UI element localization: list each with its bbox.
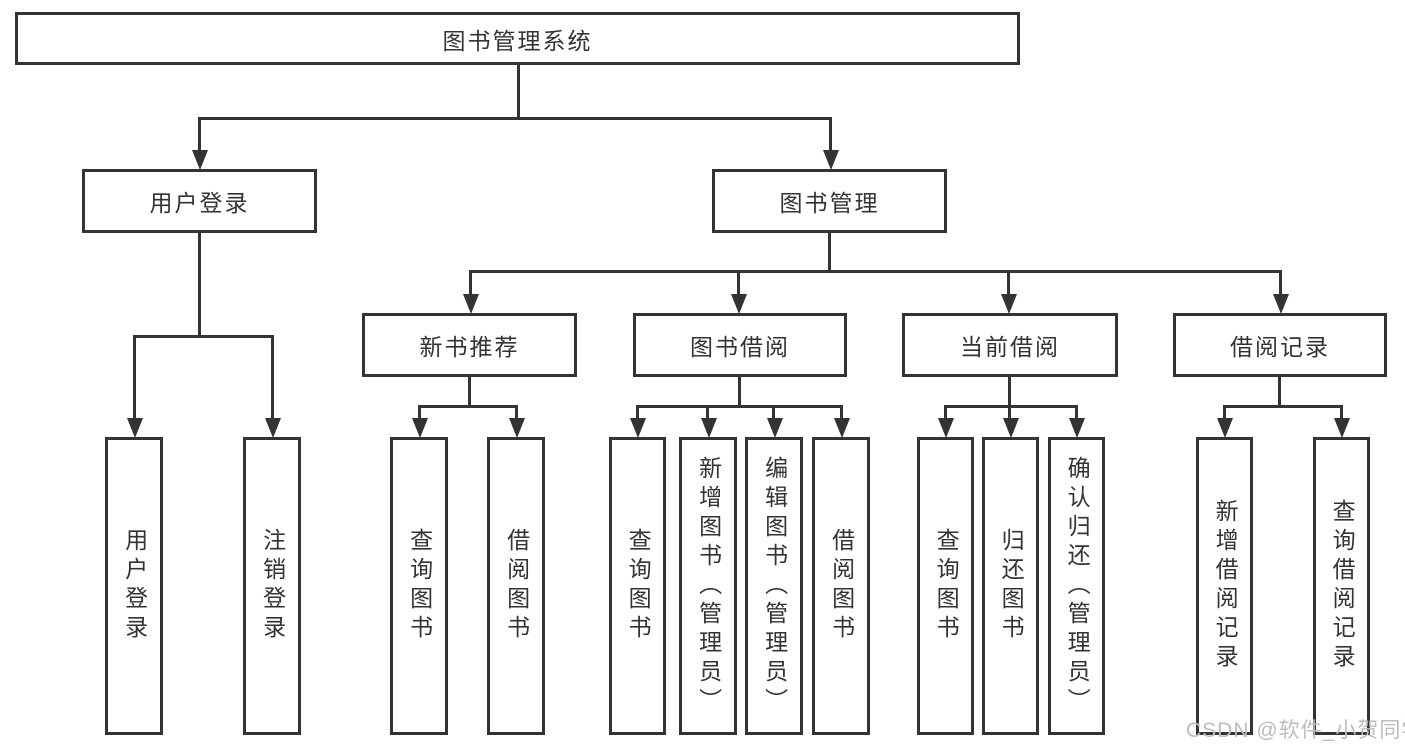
arrowhead-leaf bbox=[509, 418, 525, 438]
node-library-management-system: 图书管理系统 bbox=[15, 12, 1020, 65]
connector-to-user-login bbox=[198, 117, 201, 152]
connector-book-management-stem bbox=[828, 233, 831, 273]
arrowhead-leaf bbox=[834, 418, 850, 438]
arrowhead-leaf bbox=[412, 418, 428, 438]
arrowhead-leaf bbox=[701, 418, 717, 438]
arrowhead-leaf bbox=[630, 418, 646, 438]
arrowhead-leaf bbox=[938, 418, 954, 438]
arrowhead-new-book bbox=[463, 294, 479, 314]
arrowhead-book-management bbox=[823, 150, 839, 170]
arrowhead-user-login bbox=[192, 150, 208, 170]
connector-to-book-borrow bbox=[737, 270, 740, 296]
csdn-watermark: CSDN @软件_小贺同学 bbox=[1186, 719, 1405, 742]
connector-book-management-rail bbox=[469, 270, 1282, 273]
node-user-login: 用户登录 bbox=[82, 169, 317, 233]
leaf-query-books: 查询图书 bbox=[917, 437, 974, 735]
leaf-user-login: 用户登录 bbox=[105, 437, 163, 735]
connector-current-borrow-rail bbox=[944, 405, 1078, 408]
leaf-query-books: 查询图书 bbox=[390, 437, 448, 735]
node-book-management: 图书管理 bbox=[712, 169, 947, 233]
connector-leaf-stub bbox=[1008, 405, 1011, 420]
connector-leaf-stub bbox=[1075, 405, 1078, 420]
connector-leaf-stub bbox=[706, 405, 709, 420]
connector-to-book-management bbox=[829, 117, 832, 152]
connector-leaf-stub bbox=[1340, 405, 1343, 420]
leaf-query-borrow-record: 查询借阅记录 bbox=[1313, 437, 1370, 735]
connector-root-stem bbox=[517, 65, 520, 119]
connector-root-rail bbox=[198, 117, 832, 120]
leaf-add-books-admin: 新增图书（管理员） bbox=[679, 437, 737, 735]
connector-borrow-record-stem bbox=[1278, 377, 1281, 408]
arrowhead-logout-leaf bbox=[265, 418, 281, 438]
connector-leaf-stub bbox=[515, 405, 518, 420]
leaf-return-books: 归还图书 bbox=[982, 437, 1039, 735]
arrowhead-leaf bbox=[1003, 418, 1019, 438]
connector-leaf-stub bbox=[944, 405, 947, 420]
connector-book-borrow-rail bbox=[636, 405, 843, 408]
connector-user-login-stem bbox=[198, 233, 201, 338]
arrowhead-book-borrow bbox=[731, 294, 747, 314]
leaf-logout: 注销登录 bbox=[243, 437, 301, 735]
node-book-borrowing: 图书借阅 bbox=[633, 313, 847, 377]
leaf-query-books: 查询图书 bbox=[609, 437, 666, 735]
node-borrowing-records: 借阅记录 bbox=[1173, 313, 1387, 377]
connector-to-new-book bbox=[469, 270, 472, 296]
connector-leaf-stub bbox=[840, 405, 843, 420]
arrowhead-login-leaf bbox=[127, 418, 143, 438]
connector-leaf-stub bbox=[1223, 405, 1226, 420]
connector-to-login-leaf bbox=[133, 335, 136, 419]
arrowhead-leaf bbox=[1069, 418, 1085, 438]
arrowhead-current-borrow bbox=[1001, 294, 1017, 314]
leaf-borrow-books: 借阅图书 bbox=[812, 437, 870, 735]
arrowhead-leaf bbox=[1217, 418, 1233, 438]
connector-new-book-rail bbox=[418, 405, 518, 408]
leaf-confirm-return-admin: 确认归还（管理员） bbox=[1048, 437, 1105, 735]
connector-book-borrow-stem bbox=[738, 377, 741, 408]
arrowhead-borrow-record bbox=[1273, 294, 1289, 314]
connector-leaf-stub bbox=[418, 405, 421, 420]
connector-leaf-stub bbox=[636, 405, 639, 420]
connector-to-logout-leaf bbox=[271, 335, 274, 419]
node-new-book-recommend: 新书推荐 bbox=[362, 313, 577, 377]
connector-new-book-stem bbox=[468, 377, 471, 408]
connector-borrow-record-rail bbox=[1223, 405, 1343, 408]
connector-to-current-borrow bbox=[1007, 270, 1010, 296]
connector-user-login-rail bbox=[133, 335, 274, 338]
leaf-borrow-books: 借阅图书 bbox=[487, 437, 545, 735]
connector-current-borrow-stem bbox=[1008, 377, 1011, 408]
arrowhead-leaf bbox=[767, 418, 783, 438]
node-current-borrowing: 当前借阅 bbox=[902, 313, 1118, 377]
arrowhead-leaf bbox=[1334, 418, 1350, 438]
connector-to-borrow-record bbox=[1279, 270, 1282, 296]
connector-leaf-stub bbox=[772, 405, 775, 420]
leaf-add-borrow-record: 新增借阅记录 bbox=[1196, 437, 1253, 735]
leaf-edit-books-admin: 编辑图书（管理员） bbox=[745, 437, 803, 735]
